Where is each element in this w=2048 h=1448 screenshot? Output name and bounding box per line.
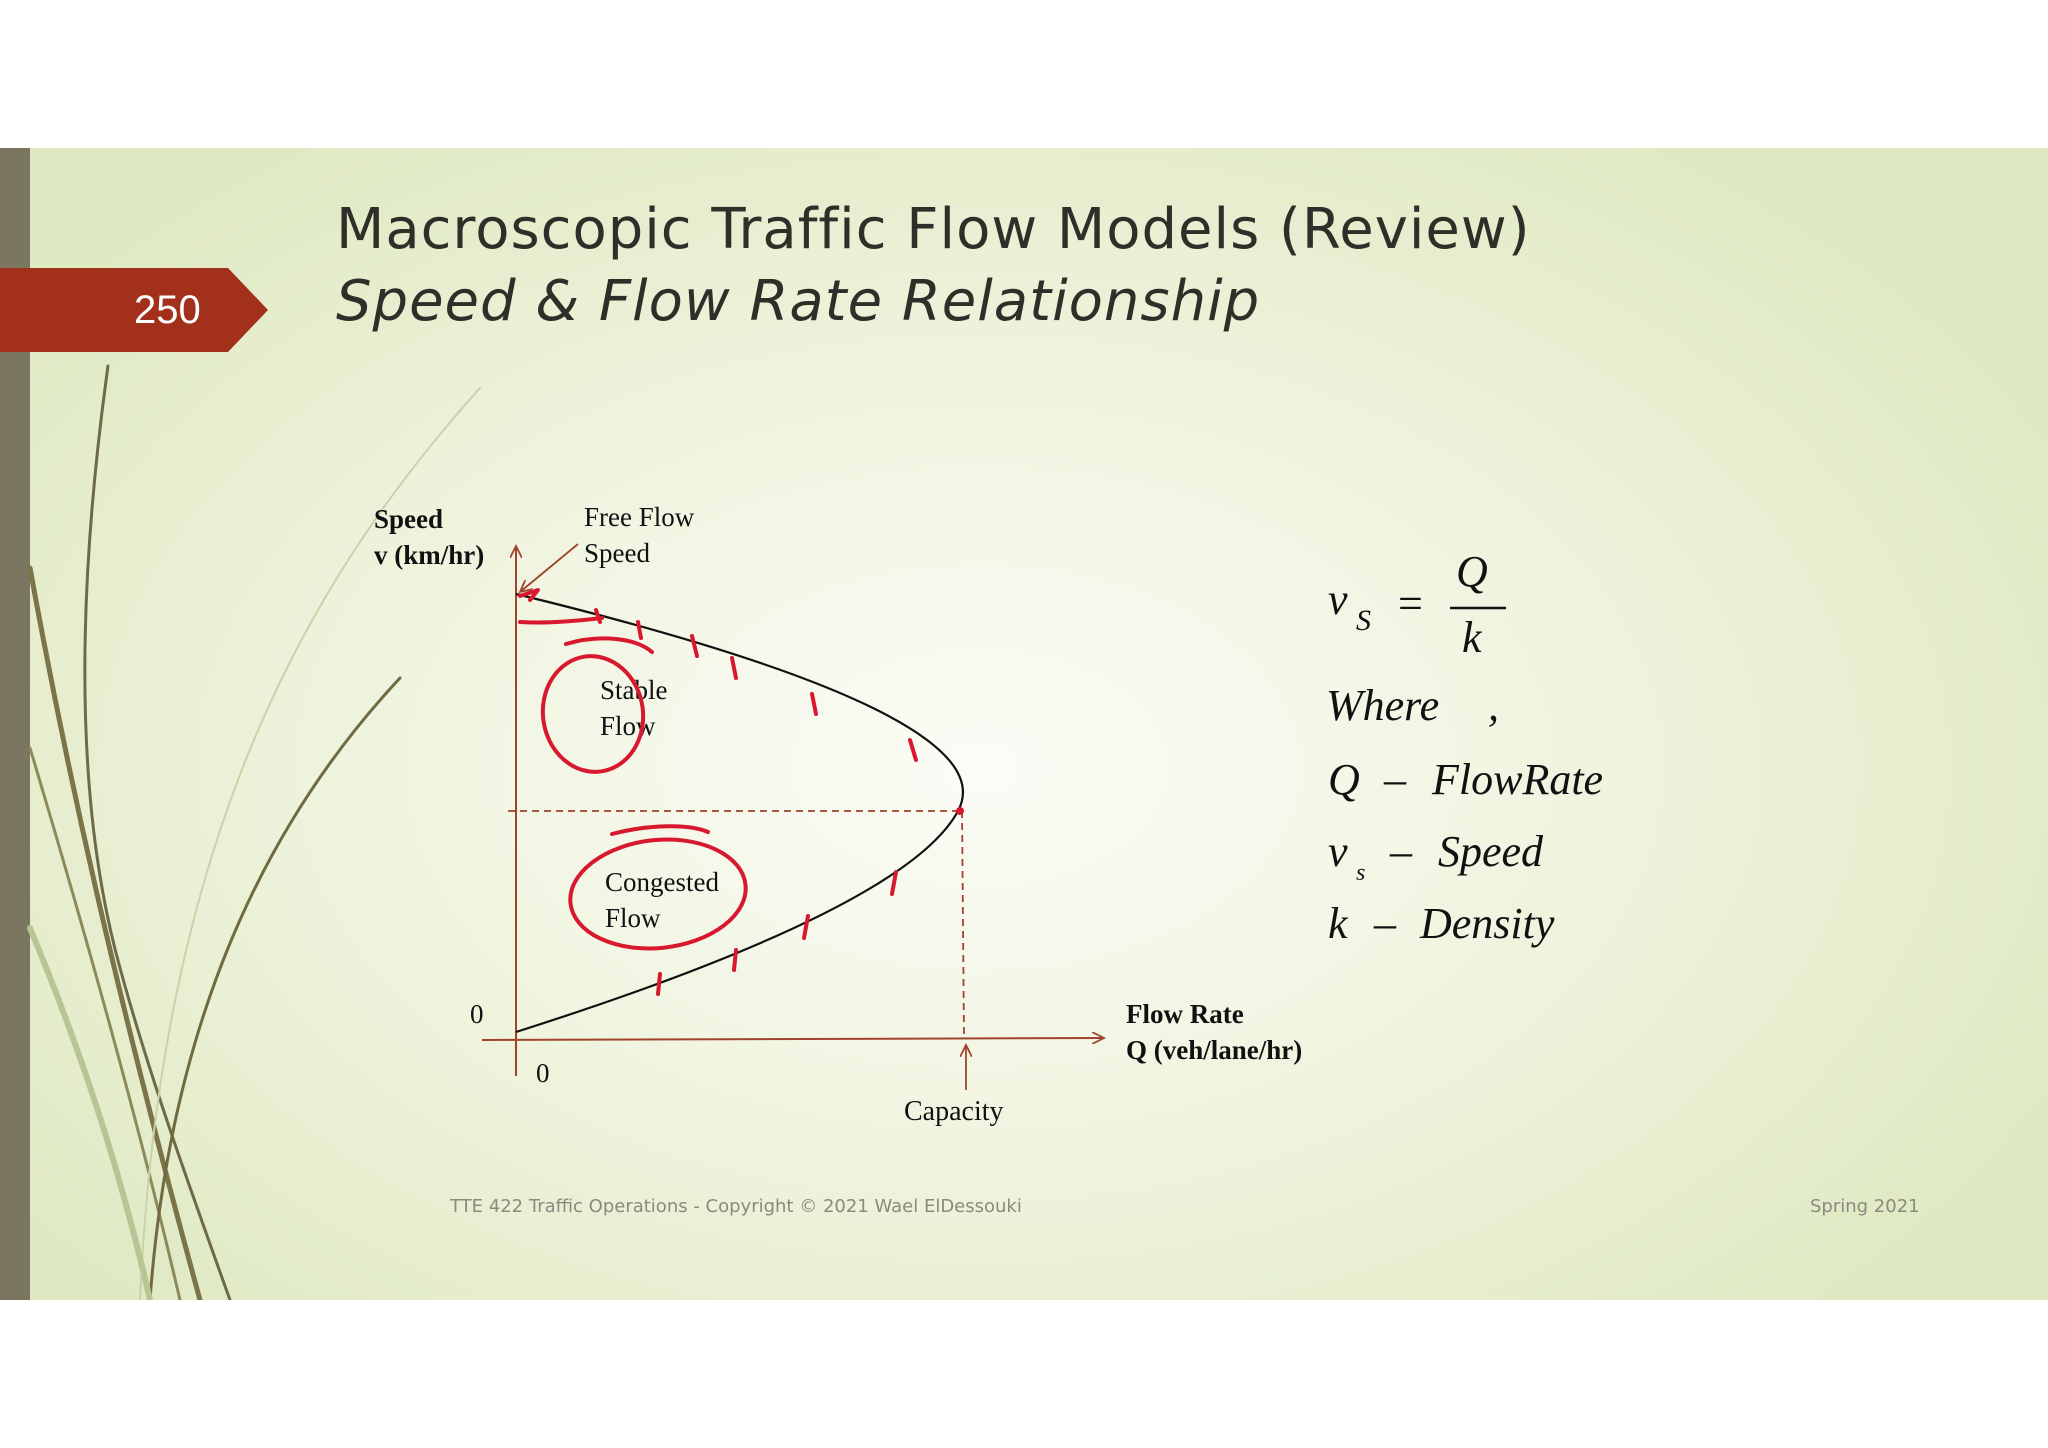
x-axis-label-flow: Flow Rate [1126,999,1244,1029]
slide-title: Macroscopic Traffic Flow Models (Review) [336,197,1531,262]
background-decor [27,364,481,1300]
free-flow-scribble [518,588,540,602]
formula-lhs-sub: S [1356,604,1371,637]
tick-mark-6 [908,738,918,762]
speed-flow-diagram: Speed v (km/hr) Free Flow Speed Stable F… [374,502,1603,1127]
congested-flow-circle [568,837,748,951]
capacity-vertical-guide [961,810,965,1039]
def-speed-text: Speed [1438,827,1544,876]
free-flow-speed-label: Speed [584,538,650,568]
slide-subtitle: Speed & Flow Rate Relationship [336,269,1261,334]
origin-y-label: 0 [470,999,484,1029]
origin-x-label: 0 [536,1058,550,1088]
def-flow-text: FlowRate [1431,755,1603,804]
speed-flow-curve [515,592,964,1034]
formula-comma: , [1488,681,1499,730]
y-axis-label-unit: v (km/hr) [374,540,484,570]
def-flow-symbol: Q [1328,755,1360,804]
tick-mark-10 [656,972,662,996]
capacity-point [956,807,964,815]
footer-copyright: TTE 422 Traffic Operations - Copyright ©… [450,1196,1022,1217]
slide: 250 Macroscopic Traffic Flow Models (Rev… [0,148,2048,1300]
formula: v S = Q k Where , Q – FlowRate v s – Spe… [1326,547,1603,948]
def-density-text: Density [1419,899,1555,948]
slide-number: 250 [0,268,268,352]
def-speed-sub: s [1356,860,1365,886]
tick-mark-7 [890,870,898,896]
tick-mark-4 [730,656,738,680]
formula-denominator: k [1462,613,1483,662]
x-axis-label-unit: Q (veh/lane/hr) [1126,1035,1302,1065]
free-flow-underline [518,616,604,625]
stable-flow-underline [564,636,654,654]
def-density-dash: – [1373,899,1397,948]
tick-mark-9 [732,948,738,972]
x-axis [481,1038,1104,1040]
formula-lhs-v: v [1328,575,1348,624]
congested-flow-underline [610,824,710,836]
formula-where: Where [1326,681,1439,730]
tick-mark-3 [690,634,699,658]
def-speed-dash: – [1389,827,1413,876]
stable-flow-circle [540,654,646,774]
tick-mark-5 [810,692,818,716]
red-ink-annotations [518,588,964,996]
tick-mark-1 [594,608,602,624]
footer-term: Spring 2021 [1810,1196,1920,1217]
formula-numerator: Q [1456,547,1488,596]
stable-flow-label: Flow [600,711,656,741]
y-axis-label-speed: Speed [374,504,443,534]
capacity-label: Capacity [904,1096,1004,1127]
tick-mark-2 [636,620,643,640]
free-flow-label: Free Flow [584,502,695,532]
formula-equals: = [1398,579,1423,628]
def-density-symbol: k [1328,899,1349,948]
def-speed-symbol: v [1328,827,1348,876]
congested-flow-label: Flow [605,903,661,933]
tick-mark-8 [802,914,810,940]
free-flow-arrow [520,543,579,592]
def-flow-dash: – [1383,755,1407,804]
congested-label: Congested [605,867,719,897]
